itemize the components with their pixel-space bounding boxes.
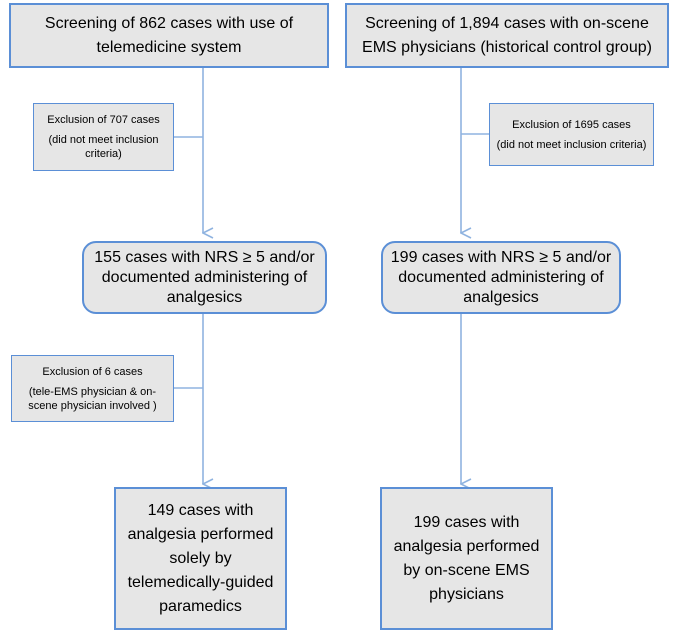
left-exclusion1-note: (did not meet inclusion criteria) [48, 134, 159, 160]
right-exclusion1-note: (did not meet inclusion criteria) [496, 138, 647, 151]
right-screening-box: Screening of 1,894 cases with on-scene E… [345, 3, 669, 68]
left-eligible-box: 155 cases with NRS ≥ 5 and/or documented… [82, 241, 327, 314]
left-eligible-text: 155 cases with NRS ≥ 5 and/or documented… [94, 248, 315, 306]
left-exclusion2-note: (tele-EMS physician & on-scene physician… [28, 385, 157, 412]
left-exclusion2-box: Exclusion of 6 cases (tele-EMS physician… [11, 355, 174, 422]
right-eligible-box: 199 cases with NRS ≥ 5 and/or documented… [381, 241, 621, 314]
right-exclusion1-box: Exclusion of 1695 cases (did not meet in… [489, 103, 654, 166]
right-final-box: 199 cases with analgesia performed by on… [380, 487, 553, 630]
left-final-box: 149 cases with analgesia performed solel… [114, 487, 287, 630]
left-exclusion2-head: Exclusion of 6 cases [42, 365, 143, 378]
right-eligible-text: 199 cases with NRS ≥ 5 and/or documented… [390, 248, 612, 306]
left-final-text: 149 cases with analgesia performed solel… [127, 501, 274, 615]
left-screening-box: Screening of 862 cases with use of telem… [9, 3, 329, 68]
right-screening-line1: Screening of 1,894 cases with on-scene [365, 14, 649, 32]
left-screening-line2: telemedicine system [96, 38, 242, 56]
right-screening-line2: EMS physicians (historical control group… [362, 38, 652, 56]
left-screening-line1: Screening of 862 cases with use of [44, 14, 294, 32]
left-exclusion1-head: Exclusion of 707 cases [47, 114, 160, 126]
right-exclusion1-head: Exclusion of 1695 cases [512, 118, 631, 131]
right-final-text: 199 cases with analgesia performed by on… [393, 513, 540, 603]
left-exclusion1-box: Exclusion of 707 cases (did not meet inc… [33, 103, 174, 171]
